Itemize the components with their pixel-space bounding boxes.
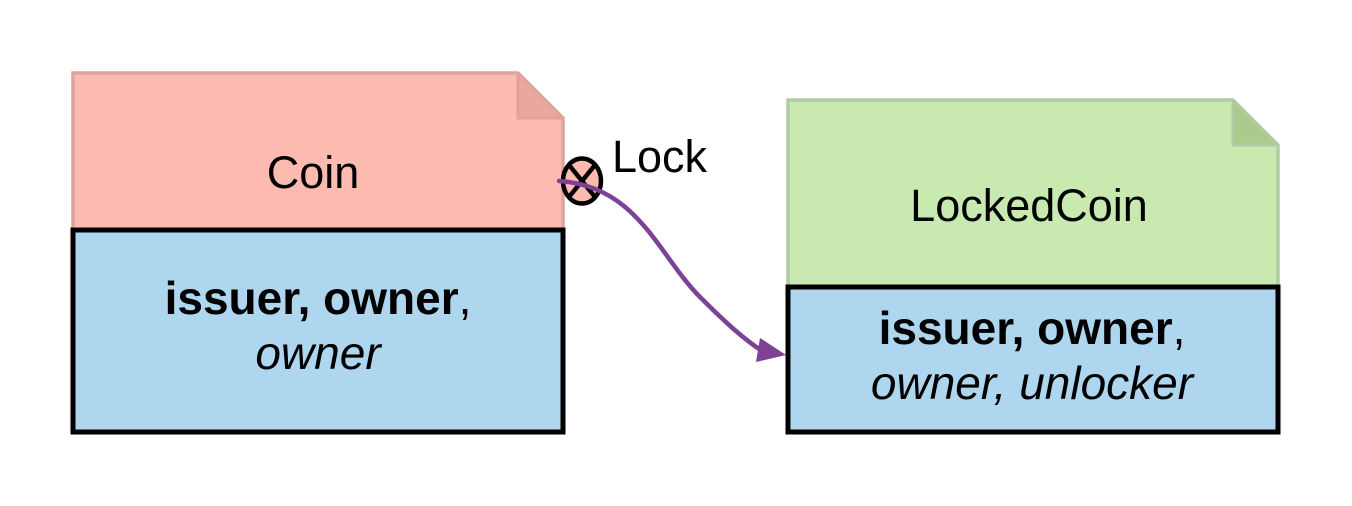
locked-coin-card: LockedCoin issuer, owner, owner, unlocke…	[785, 98, 1281, 435]
locked-coin-card-header	[786, 98, 1280, 289]
lock-transition-arrowhead-icon	[756, 338, 786, 362]
coin-card-signers-bold: issuer, owner	[165, 272, 459, 324]
coin-card-controllers: owner	[255, 327, 382, 379]
coin-card-signers: issuer, owner,	[165, 272, 472, 324]
coin-card-dogear-fold-icon	[516, 71, 565, 120]
coin-card-body	[70, 227, 566, 435]
locked-coin-card-controllers: owner, unlocker	[871, 357, 1195, 409]
lock-crossed-circle-x-stroke-2	[566, 162, 598, 200]
coin-card-title: Coin	[267, 147, 360, 198]
lock-transition-arrow	[556, 178, 765, 354]
locked-coin-card-signers: issuer, owner,	[879, 302, 1186, 354]
locked-coin-card-title: LockedCoin	[910, 180, 1148, 231]
locked-coin-card-dogear-fold-icon	[1231, 98, 1280, 147]
locked-coin-card-signers-bold: issuer, owner	[879, 302, 1173, 354]
lock-transition-label: Lock	[612, 131, 708, 182]
coin-card-signers-separator: ,	[459, 272, 472, 324]
coin-card: Coin issuer, owner, owner	[70, 71, 566, 435]
locked-coin-card-body	[785, 284, 1281, 435]
lock-transition: Lock	[556, 131, 786, 362]
locked-coin-card-signers-separator: ,	[1173, 302, 1186, 354]
